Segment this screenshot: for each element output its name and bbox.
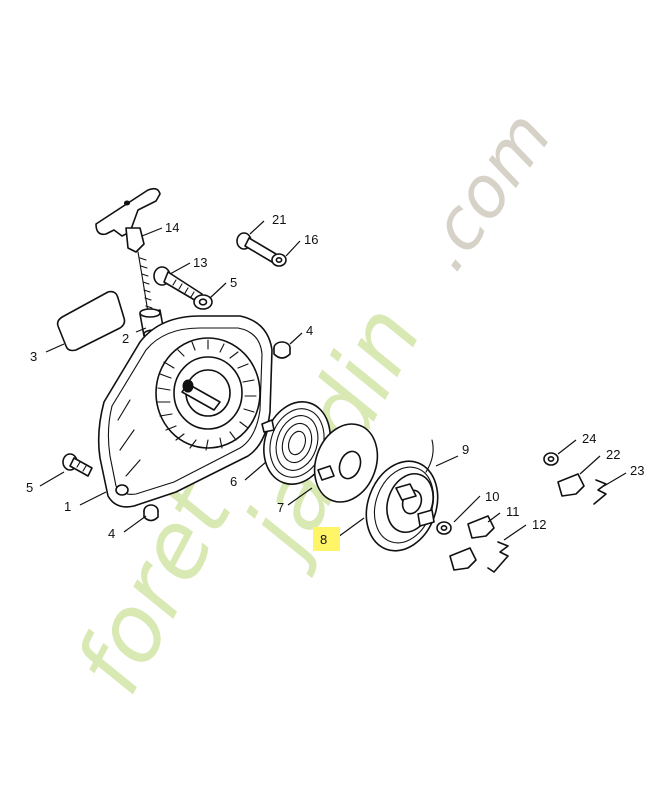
part-5-washer-upper[interactable] [193,294,213,310]
part-21-bolt[interactable] [236,232,277,263]
watermark-text-left: foret [55,464,254,710]
part-9-rope[interactable] [425,439,434,473]
callout-11[interactable]: 11 [506,504,520,519]
part-24-washer[interactable] [543,452,559,466]
highlight-part-8 [313,527,340,551]
callout-23[interactable]: 23 [630,463,644,478]
callout-12[interactable]: 12 [532,517,546,532]
callout-3[interactable]: 3 [30,349,37,364]
starter-rope [137,251,151,326]
part-4-bushing-upper[interactable] [273,341,291,359]
part-6-rewind-spring[interactable] [254,393,341,493]
callout-6[interactable]: 6 [230,474,237,489]
rope-texture [139,257,154,317]
part-3-plate[interactable] [56,290,126,352]
pawl-lower[interactable] [449,547,477,571]
part-5-screw-lower[interactable] [62,453,93,477]
callout-13[interactable]: 13 [193,255,207,270]
part-11-pawl[interactable] [467,515,495,539]
part-16-nut[interactable] [271,253,287,267]
callout-2[interactable]: 2 [122,331,129,346]
callout-8[interactable]: 8 [320,532,327,547]
callout-1[interactable]: 1 [64,499,71,514]
part-14-starter-handle[interactable] [95,187,161,253]
callout-24[interactable]: 24 [582,431,596,446]
callout-5-lower[interactable]: 5 [26,480,33,495]
callout-5-upper[interactable]: 5 [230,275,237,290]
part-1-fan-housing[interactable] [97,315,273,508]
watermark-text-right: .com [402,97,568,285]
callout-22[interactable]: 22 [606,447,620,462]
leader-lines [39,220,627,541]
part-12-spring-clip[interactable] [487,541,509,573]
callout-10[interactable]: 10 [485,489,499,504]
part-4-bushing-lower[interactable] [143,504,159,522]
callout-21[interactable]: 21 [272,212,286,227]
part-13-screw[interactable] [153,266,203,303]
callout-4-lower[interactable]: 4 [108,526,115,541]
callout-16[interactable]: 16 [304,232,318,247]
callout-14[interactable]: 14 [165,220,179,235]
part-23-spring-clip[interactable] [593,479,607,505]
part-10-washer[interactable] [436,521,452,535]
part-22-pawl[interactable] [557,473,585,497]
callout-labels: 14 13 5 2 3 21 16 4 5 1 4 6 7 8 9 10 11 … [26,212,644,547]
callout-7[interactable]: 7 [277,500,284,515]
callout-4-upper[interactable]: 4 [306,323,313,338]
part-8-rope-rotor[interactable] [354,451,449,561]
part-7-spring-cover[interactable] [304,415,388,511]
callout-9[interactable]: 9 [462,442,469,457]
